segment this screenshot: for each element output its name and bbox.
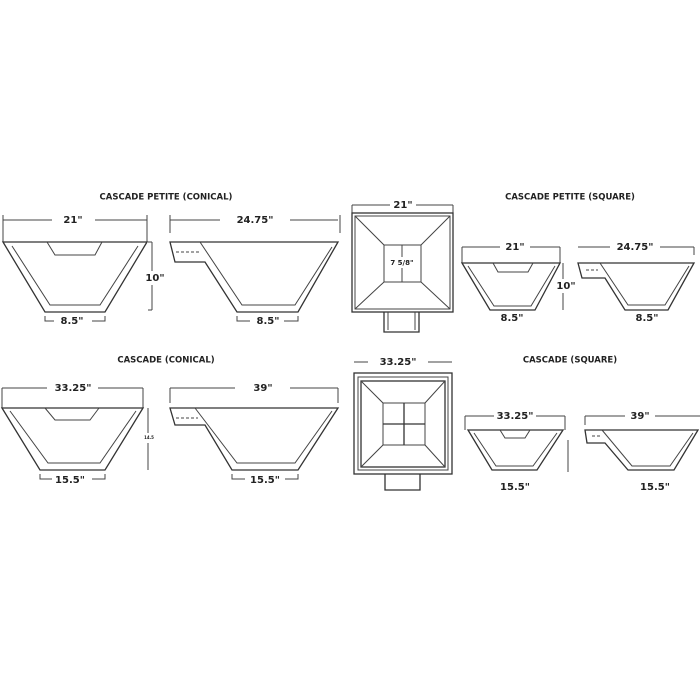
width-dimension: 24.75" [237, 215, 274, 226]
section-title: CASCADE PETITE (SQUARE) [505, 193, 635, 203]
base-dimension: 15.5" [640, 482, 670, 493]
cascade-square-side-view: 39" 15.5" [584, 411, 700, 493]
center-dimension: 7 5/8" [390, 259, 413, 267]
width-dimension: 21" [393, 200, 412, 211]
base-dimension: 8.5" [257, 316, 280, 327]
petite-conical-group: CASCADE PETITE (CONICAL) 21" 10" 8.5" 24… [1, 193, 341, 327]
section-title: CASCADE (SQUARE) [523, 356, 617, 366]
height-dimension: 14.5 [144, 435, 154, 440]
base-dimension: 15.5" [55, 475, 85, 486]
section-title: CASCADE PETITE (CONICAL) [100, 193, 233, 203]
section-title: CASCADE (CONICAL) [117, 356, 214, 366]
base-dimension: 8.5" [61, 316, 84, 327]
petite-square-front-view: 21" 10" 8.5" [460, 242, 576, 324]
width-dimension: 21" [505, 242, 524, 253]
base-dimension: 8.5" [501, 313, 524, 324]
cascade-conical-front-view: 33.25" 14.5 15.5" [0, 383, 154, 486]
width-dimension: 39" [253, 383, 272, 394]
width-dimension: 39" [630, 411, 649, 422]
height-dimension: 10" [556, 281, 575, 292]
petite-conical-front-view: 21" 10" 8.5" [1, 215, 165, 327]
cascade-square-front-view: 33.25" 15.5" [464, 411, 569, 493]
base-dimension: 8.5" [636, 313, 659, 324]
petite-square-side-view: 24.75" 8.5" [577, 242, 696, 324]
base-dimension: 15.5" [250, 475, 280, 486]
width-dimension: 21" [63, 215, 82, 226]
petite-square-top-view: 21" 7 5/8" [351, 200, 454, 333]
width-dimension: 33.25" [55, 383, 92, 394]
width-dimension: 33.25" [497, 411, 534, 422]
width-dimension: 24.75" [617, 242, 654, 253]
base-dimension: 15.5" [500, 482, 530, 493]
cascade-square-group: CASCADE (SQUARE) 33.25" 15.5" 39" 15.5" [464, 356, 700, 493]
cascade-square-top-view: 33.25" [353, 357, 453, 491]
height-dimension: 10" [145, 273, 164, 284]
cascade-conical-group: CASCADE (CONICAL) 33.25" 14.5 15.5" 39" … [0, 356, 340, 486]
petite-conical-side-view: 24.75" 8.5" [169, 215, 341, 327]
width-dimension: 33.25" [380, 357, 417, 368]
cascade-conical-side-view: 39" 15.5" [169, 383, 340, 486]
petite-square-group: CASCADE PETITE (SQUARE) 21" 10" 8.5" 24.… [460, 193, 696, 324]
